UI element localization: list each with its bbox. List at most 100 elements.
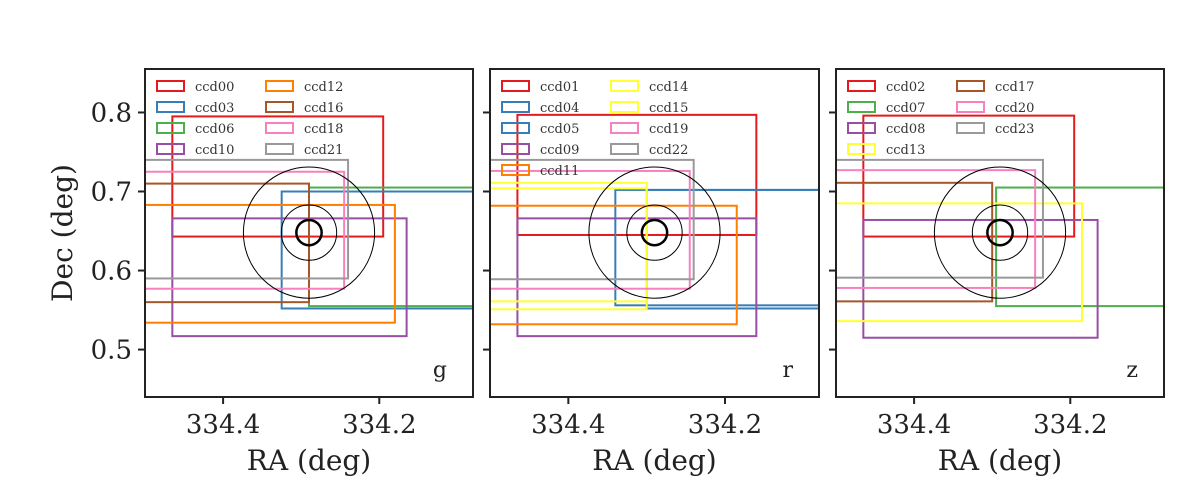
ccd-rect-ccd18	[145, 170, 346, 290]
axes-frame	[835, 68, 1165, 398]
ccd-rect-ccd11	[490, 204, 738, 326]
y-tick-label: 0.5	[91, 336, 132, 366]
legend-label-ccd08: ccd08	[886, 122, 925, 137]
legend-swatch-ccd06	[156, 122, 185, 134]
ccd-rect-ccd23	[836, 158, 1044, 279]
x-tick-label: 334.2	[688, 410, 762, 440]
legend-swatch-ccd22	[610, 143, 639, 155]
panel-z: 334.4 334.2 RA (deg) z ccd02 ccd07 ccd08 ccd13 c…	[829, 68, 1165, 477]
ccd-rect-ccd20	[836, 169, 1037, 289]
plot-area	[836, 114, 1164, 339]
legend-label-ccd19: ccd19	[649, 122, 688, 137]
x-tick-label: 334.2	[342, 410, 416, 440]
ccd-rect-ccd09	[516, 217, 758, 338]
legend-swatch-ccd13	[847, 143, 876, 155]
legend-swatch-ccd18	[265, 122, 294, 134]
ccd-rect-ccd02	[862, 114, 1076, 238]
aperture-circle-2	[242, 166, 376, 299]
axes-frame	[144, 68, 474, 398]
legend-label-ccd16: ccd16	[304, 101, 343, 116]
legend-swatch-ccd02	[847, 80, 876, 92]
legend-swatch-ccd04	[501, 101, 530, 113]
panel-g: 334.4 334.2 0.5 0.6 0.7 0.8 RA (deg) Dec (deg) g…	[46, 68, 474, 477]
ccd-rect-ccd03	[280, 190, 473, 310]
legend-label-ccd04: ccd04	[540, 101, 579, 116]
band-label: z	[1126, 358, 1138, 383]
aperture-circle-1	[626, 204, 683, 261]
ccd-rect-ccd10	[171, 217, 408, 338]
legend-swatch-ccd10	[156, 143, 185, 155]
legend-label-ccd00: ccd00	[195, 80, 234, 95]
x-tick-label: 334.4	[877, 410, 951, 440]
band-label: g	[433, 358, 447, 383]
aperture-circle-1	[971, 204, 1029, 261]
aperture-circle-2	[588, 166, 721, 299]
legend-swatch-ccd05	[501, 122, 530, 134]
legend-swatch-ccd03	[156, 101, 185, 113]
legend-swatch-ccd12	[265, 80, 294, 92]
legend-swatch-ccd21	[265, 143, 294, 155]
legend-swatch-ccd09	[501, 143, 530, 155]
ccd-rect-ccd08	[862, 218, 1099, 339]
x-axis-label: RA (deg)	[247, 444, 371, 477]
legend-swatch-ccd19	[610, 122, 639, 134]
legend-swatch-ccd07	[847, 101, 876, 113]
x-axis-label: RA (deg)	[592, 444, 716, 477]
ccd-rect-ccd19	[490, 169, 691, 290]
ccd-rect-ccd22	[490, 158, 695, 281]
ccd-rect-ccd04	[645, 188, 819, 310]
ccd-rect-ccd00	[171, 115, 385, 238]
legend-swatch-ccd17	[956, 80, 985, 92]
aperture-circle-2	[933, 166, 1067, 299]
legend-label-ccd22: ccd22	[649, 143, 688, 158]
axes-frame	[489, 68, 820, 398]
aperture-circle-0	[986, 218, 1014, 247]
ccd-rect-ccd16	[145, 182, 310, 304]
legend-swatch-ccd15	[610, 101, 639, 113]
plot-area	[145, 115, 473, 338]
ccd-rect-ccd12	[145, 203, 396, 324]
legend-swatch-ccd14	[610, 80, 639, 92]
y-tick-label: 0.6	[91, 257, 132, 287]
panel-r: 334.4 334.2 RA (deg) r ccd01 ccd04 ccd05 ccd09 c…	[483, 68, 820, 477]
legend-swatch-ccd20	[956, 101, 985, 113]
aperture-circle-1	[280, 204, 338, 261]
legend-label-ccd09: ccd09	[540, 143, 579, 158]
ccd-rect-ccd15	[490, 187, 648, 311]
legend-label-ccd07: ccd07	[886, 101, 925, 116]
legend-label-ccd10: ccd10	[195, 143, 234, 158]
legend-label-ccd03: ccd03	[195, 101, 234, 116]
ccd-rect-ccd17	[836, 181, 994, 303]
aperture-circle-0	[295, 218, 323, 247]
ccd-rect-ccd14	[490, 181, 648, 303]
aperture-circle-0	[640, 218, 669, 247]
y-tick-label: 0.7	[91, 178, 132, 208]
legend-label-ccd06: ccd06	[195, 122, 234, 137]
legend-swatch-ccd11	[501, 164, 530, 176]
legend-label-ccd15: ccd15	[649, 101, 688, 116]
y-axis-label: Dec (deg)	[46, 164, 79, 302]
x-axis-label: RA (deg)	[938, 444, 1062, 477]
legend-swatch-ccd00	[156, 80, 185, 92]
legend-label-ccd17: ccd17	[995, 80, 1034, 95]
legend-label-ccd11: ccd11	[540, 164, 579, 179]
legend-label-ccd13: ccd13	[886, 143, 925, 158]
legend-swatch-ccd16	[265, 101, 294, 113]
legend-label-ccd23: ccd23	[995, 122, 1034, 137]
legend-label-ccd02: ccd02	[886, 80, 925, 95]
band-label: r	[782, 358, 793, 383]
x-tick-label: 334.2	[1033, 410, 1107, 440]
x-tick-label: 334.4	[531, 410, 605, 440]
x-tick-label: 334.4	[186, 410, 260, 440]
ccd-rect-ccd13	[836, 202, 1083, 323]
legend-swatch-ccd23	[956, 122, 985, 134]
y-tick-label: 0.8	[91, 98, 132, 128]
legend-label-ccd05: ccd05	[540, 122, 579, 137]
legend-label-ccd12: ccd12	[304, 80, 343, 95]
legend-swatch-ccd01	[501, 80, 530, 92]
ccd-rect-ccd21	[145, 158, 350, 280]
legend-label-ccd01: ccd01	[540, 80, 579, 95]
legend-label-ccd18: ccd18	[304, 122, 343, 137]
legend-swatch-ccd08	[847, 122, 876, 134]
